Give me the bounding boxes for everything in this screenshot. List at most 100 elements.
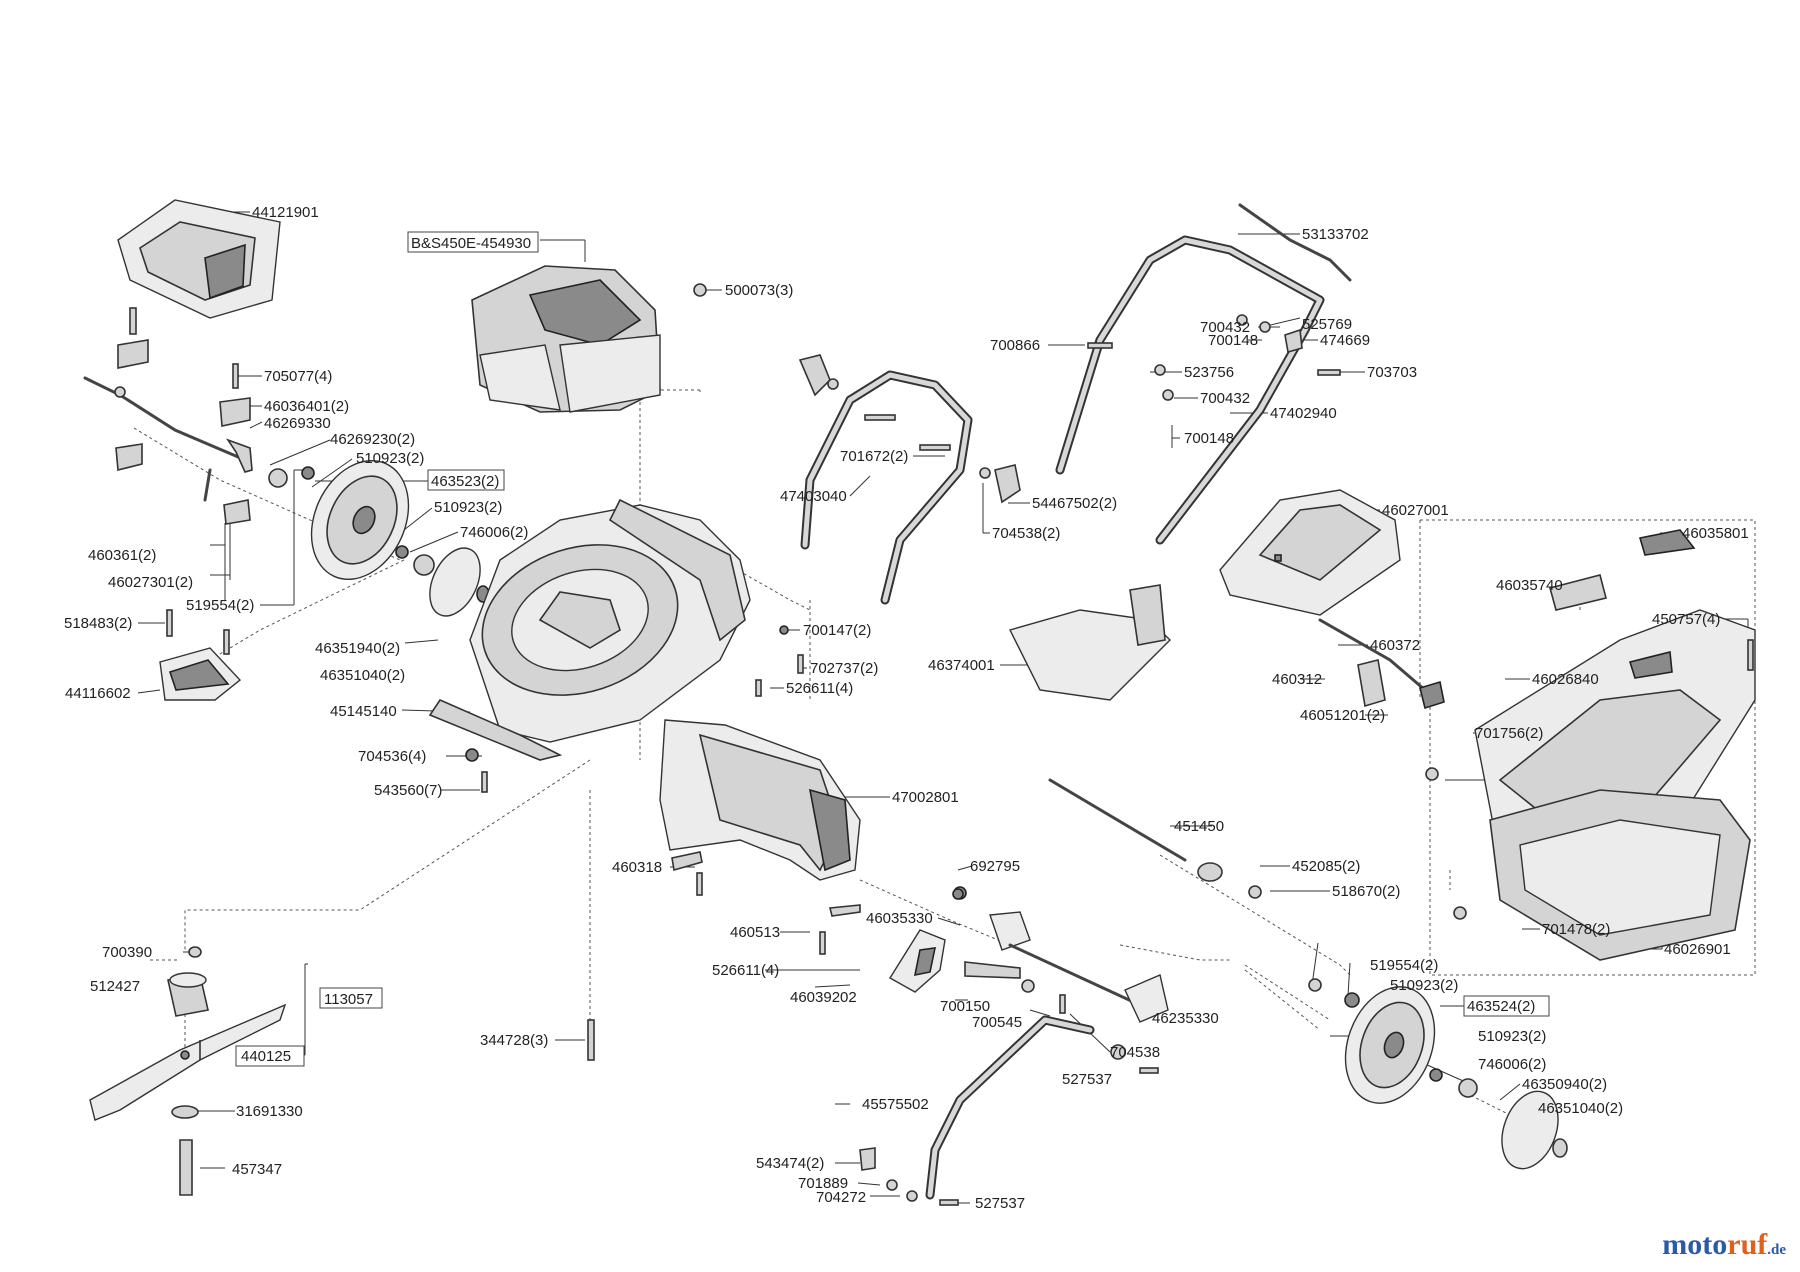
label-44121901: 44121901 <box>252 204 319 221</box>
label-510923-c: 510923(2) <box>1390 977 1458 994</box>
assembly-dashed-lines <box>133 389 1756 1131</box>
label-46036401: 46036401(2) <box>264 398 349 415</box>
box-113057 <box>319 987 383 1009</box>
label-47403040: 47403040 <box>780 488 847 505</box>
label-700866: 700866 <box>990 337 1040 354</box>
label-704272: 704272 <box>816 1189 866 1206</box>
label-460513: 460513 <box>730 924 780 941</box>
box-463523 <box>427 469 505 491</box>
mower-deck-shape <box>428 498 804 793</box>
label-523756: 523756 <box>1184 364 1234 381</box>
label-46035330: 46035330 <box>866 910 933 927</box>
label-700545: 700545 <box>972 1014 1022 1031</box>
box-engine <box>407 231 539 253</box>
label-463524: 463524(2) <box>1467 998 1535 1015</box>
watermark-part-2: ruf <box>1727 1228 1768 1261</box>
box-440125 <box>235 1045 305 1067</box>
label-460318: 460318 <box>612 859 662 876</box>
label-31691330: 31691330 <box>236 1103 303 1120</box>
label-46269230: 46269230(2) <box>330 431 415 448</box>
label-460312: 460312 <box>1272 671 1322 688</box>
label-701478: 701478(2) <box>1542 921 1610 938</box>
label-701672: 701672(2) <box>840 448 908 465</box>
left-small-parts <box>83 307 315 525</box>
label-692795: 692795 <box>970 858 1020 875</box>
label-344728: 344728(3) <box>480 1032 548 1049</box>
grass-box-lid-shape <box>1219 489 1427 692</box>
label-746006-b: 746006(2) <box>1478 1056 1546 1073</box>
label-518483: 518483(2) <box>64 615 132 632</box>
label-440125: 440125 <box>241 1048 291 1065</box>
label-54467502: 54467502(2) <box>1032 495 1117 512</box>
label-704536: 704536(4) <box>358 748 426 765</box>
label-701889: 701889 <box>798 1175 848 1192</box>
rear-wheel-right-shape <box>1308 978 1568 1170</box>
label-526611-b: 526611(4) <box>712 962 779 979</box>
label-704538-b: 704538 <box>1110 1044 1160 1061</box>
label-519554-a: 519554(2) <box>186 597 254 614</box>
label-527537-b: 527537 <box>975 1195 1025 1212</box>
label-46374001: 46374001 <box>928 657 995 674</box>
grass-box-shape <box>1425 529 1756 961</box>
label-46039202: 46039202 <box>790 989 857 1006</box>
label-46027301: 46027301(2) <box>108 574 193 591</box>
engine-shape <box>471 265 707 413</box>
label-746006-a: 746006(2) <box>460 524 528 541</box>
rear-flap-shape <box>159 609 242 701</box>
label-704538-a: 704538(2) <box>992 525 1060 542</box>
mulch-insert-shape <box>1008 584 1171 701</box>
label-46051201: 46051201(2) <box>1300 707 1385 724</box>
label-451450: 451450 <box>1174 818 1224 835</box>
label-474669: 474669 <box>1320 332 1370 349</box>
label-46026901: 46026901 <box>1664 941 1731 958</box>
label-46035801: 46035801 <box>1682 525 1749 542</box>
label-519554-b: 519554(2) <box>1370 957 1438 974</box>
label-46027001: 46027001 <box>1382 502 1449 519</box>
label-700432-b: 700432 <box>1200 390 1250 407</box>
label-47402940: 47402940 <box>1270 405 1337 422</box>
label-457347: 457347 <box>232 1161 282 1178</box>
label-45145140: 45145140 <box>330 703 397 720</box>
latch-parts-shape <box>1357 659 1445 710</box>
blade-assembly-shape <box>89 946 595 1196</box>
label-700147: 700147(2) <box>803 622 871 639</box>
label-703703: 703703 <box>1367 364 1417 381</box>
label-518670: 518670(2) <box>1332 883 1400 900</box>
label-700148-b: 700148 <box>1184 430 1234 447</box>
label-46350940: 46350940(2) <box>1522 1076 1607 1093</box>
label-526611-a: 526611(4) <box>786 680 853 697</box>
label-463523: 463523(2) <box>431 473 499 490</box>
label-46235330: 46235330 <box>1152 1010 1219 1027</box>
label-460372: 460372 <box>1370 637 1420 654</box>
label-46351040-b: 46351040(2) <box>1538 1100 1623 1117</box>
label-527537-a: 527537 <box>1062 1071 1112 1088</box>
chute-shape <box>659 719 861 955</box>
label-705077: 705077(4) <box>264 368 332 385</box>
label-700390: 700390 <box>102 944 152 961</box>
label-46351940: 46351940(2) <box>315 640 400 657</box>
watermark-logo: motoruf.de <box>1662 1228 1786 1262</box>
label-510923-b: 510923(2) <box>434 499 502 516</box>
lower-handle-shape <box>798 354 1021 605</box>
label-525769: 525769 <box>1302 316 1352 333</box>
label-500073: 500073(3) <box>725 282 793 299</box>
label-701756: 701756(2) <box>1475 725 1543 742</box>
label-543474: 543474(2) <box>756 1155 824 1172</box>
label-47002801: 47002801 <box>892 789 959 806</box>
label-46035740: 46035740 <box>1496 577 1563 594</box>
label-engine: B&S450E-454930 <box>411 235 531 252</box>
label-450757: 450757(4) <box>1652 611 1720 628</box>
label-460361: 460361(2) <box>88 547 156 564</box>
box-463524 <box>1463 995 1550 1017</box>
label-700432-a: 700432 <box>1200 319 1250 336</box>
upper-handle-shape <box>1055 203 1352 545</box>
handle-cover-44121901-shape <box>117 199 281 319</box>
watermark-part-1: moto <box>1662 1228 1728 1261</box>
part-labels: 44121901 500073(3) 705077(4) 46036401(2)… <box>64 204 1749 1212</box>
label-702737: 702737(2) <box>810 660 878 677</box>
label-510923-d: 510923(2) <box>1478 1028 1546 1045</box>
label-510923-a: 510923(2) <box>356 450 424 467</box>
label-512427: 512427 <box>90 978 140 995</box>
label-46351040-a: 46351040(2) <box>320 667 405 684</box>
